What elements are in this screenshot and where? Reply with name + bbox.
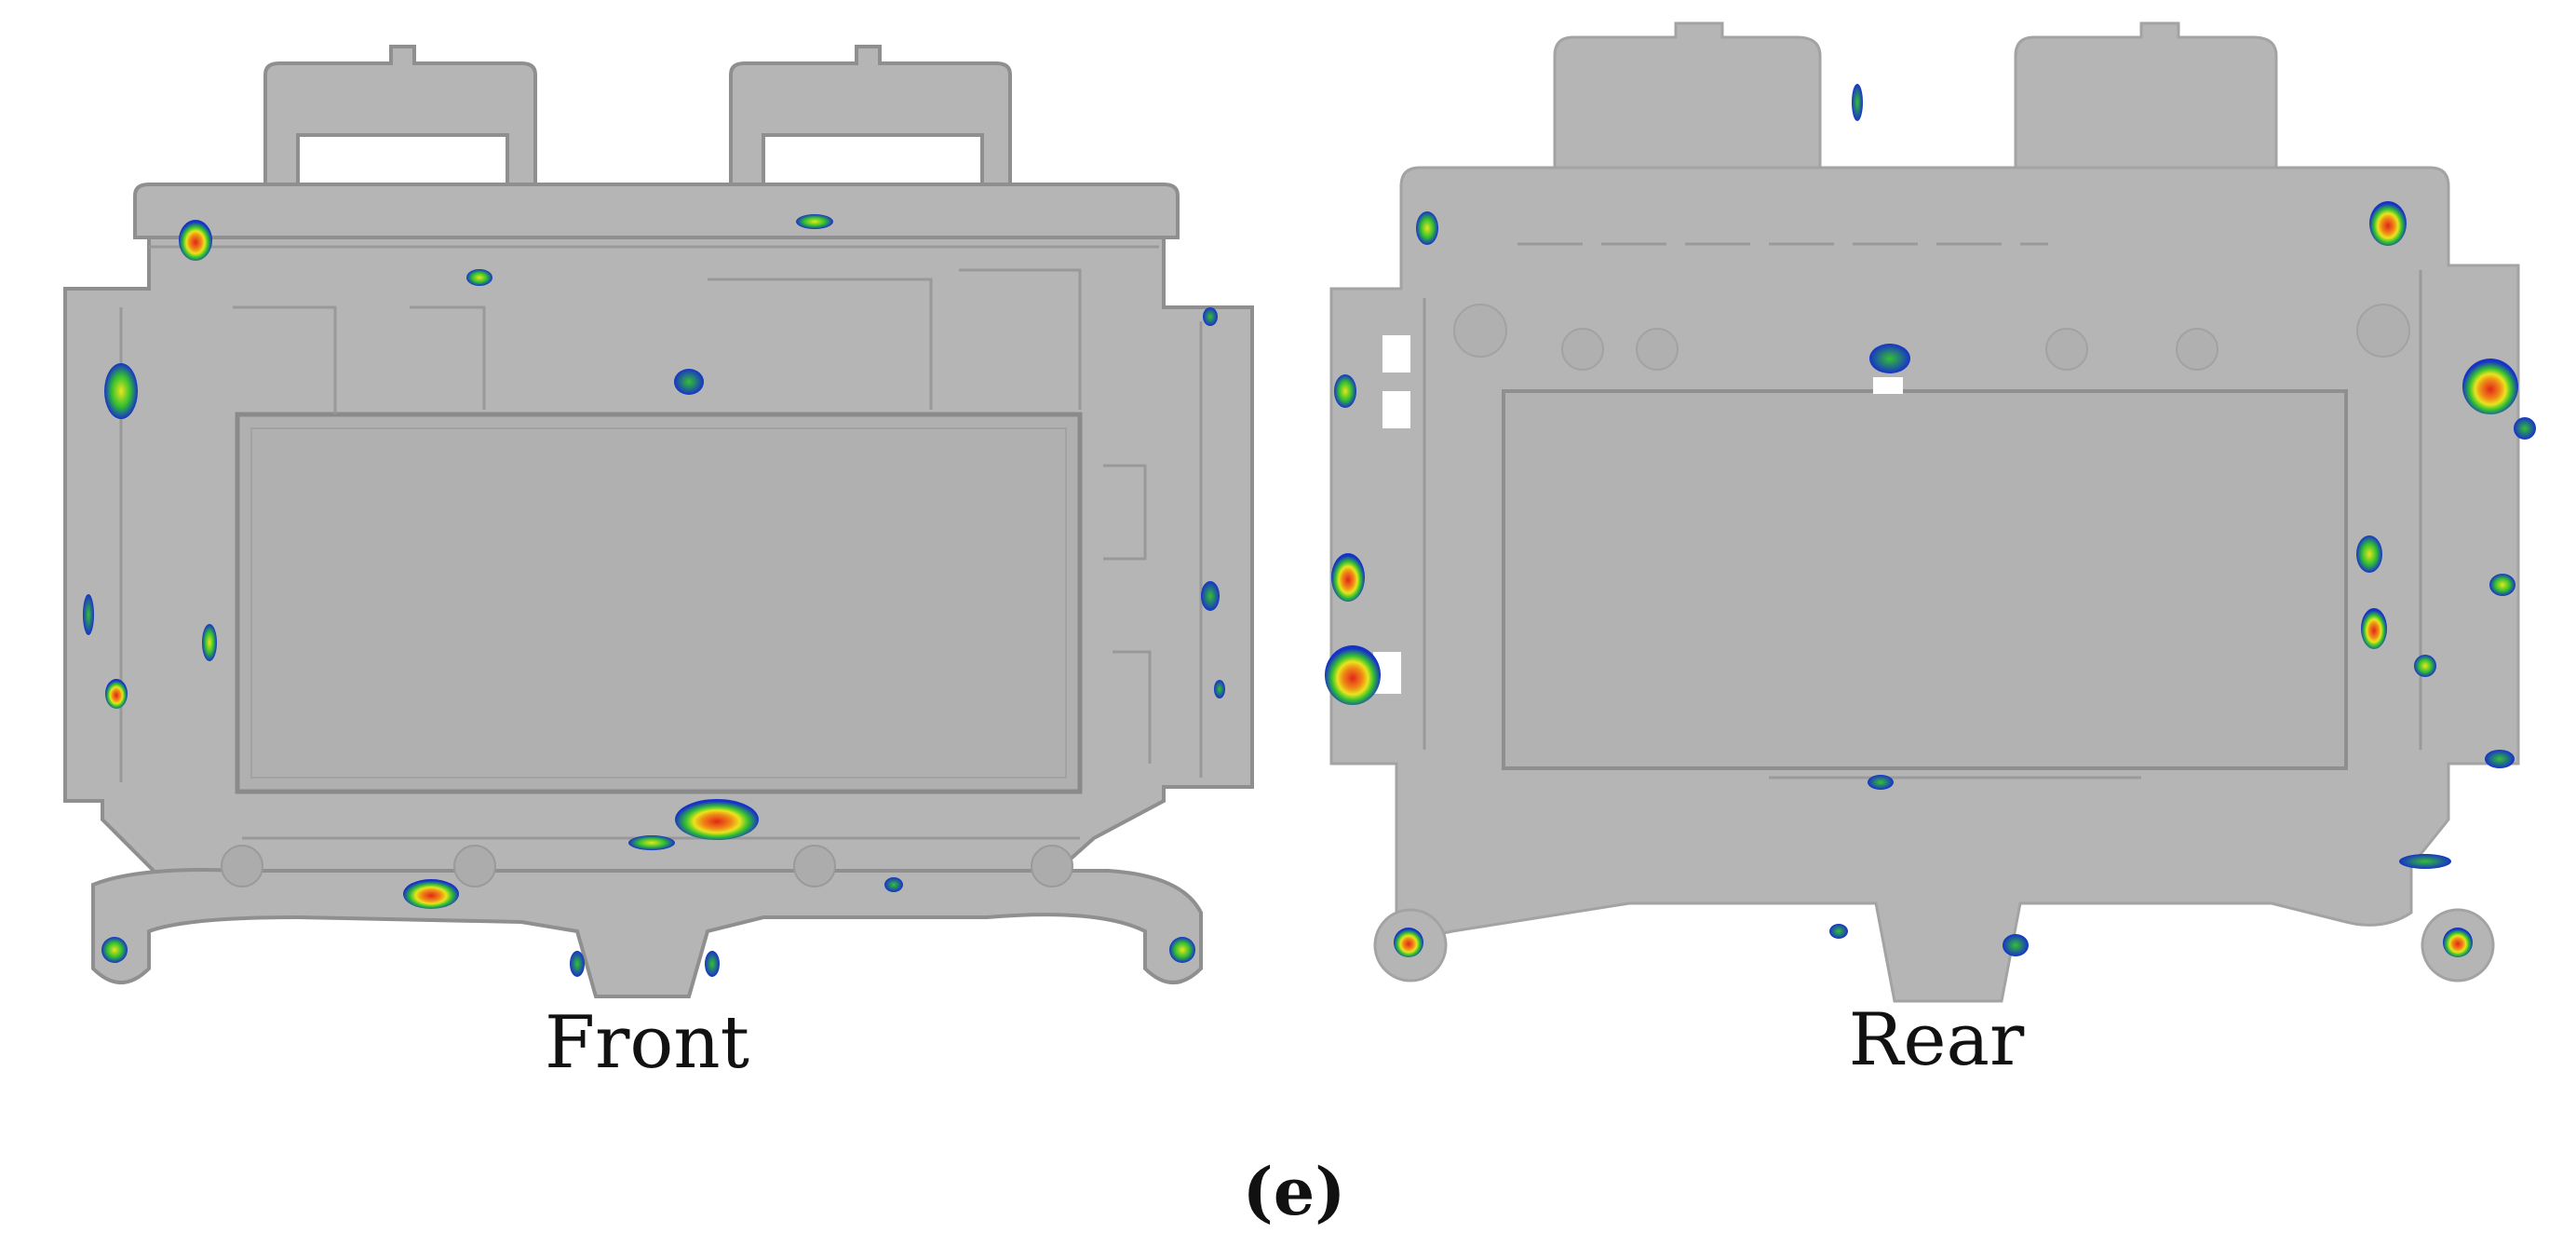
front-view-label: Front bbox=[545, 1001, 749, 1085]
rear-screen-outline bbox=[1502, 389, 2348, 770]
rear-hotspots bbox=[1325, 84, 2536, 957]
rear-view-label: Rear bbox=[1848, 998, 2025, 1082]
panel-label: (e) bbox=[1242, 1153, 1346, 1230]
front-screen-inner-edge bbox=[250, 427, 1067, 779]
front-view bbox=[63, 45, 1254, 998]
front-hotspots bbox=[83, 214, 1225, 977]
rear-mount-bosses bbox=[1453, 304, 2410, 371]
front-screen-recess bbox=[235, 412, 1083, 794]
rear-view bbox=[1325, 21, 2536, 1003]
front-mount-bosses bbox=[221, 845, 1073, 887]
